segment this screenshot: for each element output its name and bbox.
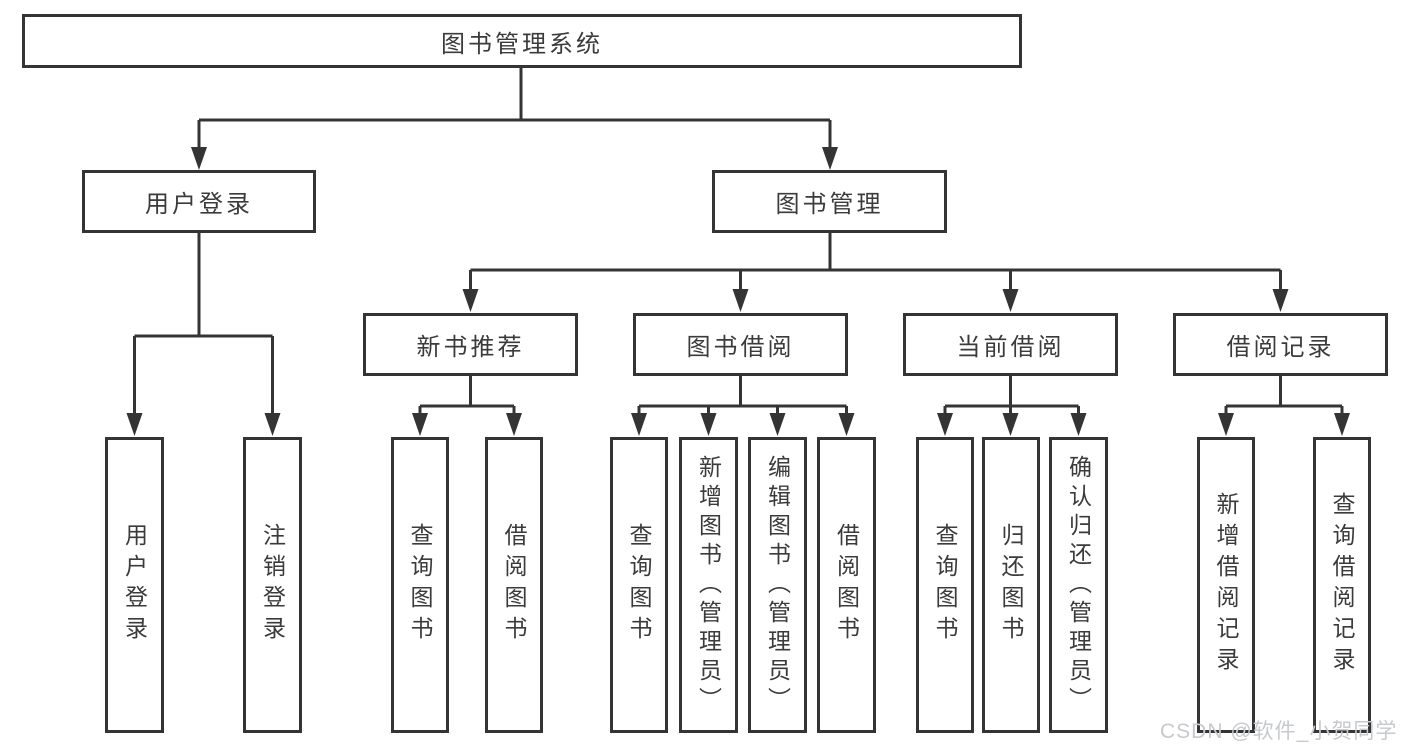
leaf-bb-borrow-books: 借阅图书 [817, 437, 876, 733]
leaf-nb-borrow-books-label: 借阅图书 [501, 523, 527, 647]
node-book-management: 图书管理 [712, 170, 947, 233]
edge-bookmgmt-split [469, 233, 1282, 291]
leaf-bb-add-books-admin-label: 新增图书（管理员） [695, 454, 722, 716]
leaf-br-query-record-label: 查询借阅记录 [1329, 492, 1355, 678]
leaf-user-login: 用户登录 [105, 437, 164, 733]
edge-bookborrow-split [637, 376, 848, 415]
leaf-cb-confirm-return-admin: 确认归还（管理员） [1049, 437, 1108, 733]
arrowhead [264, 413, 281, 436]
leaf-br-add-record: 新增借阅记录 [1197, 437, 1255, 733]
leaf-bb-add-books-admin: 新增图书（管理员） [679, 437, 738, 733]
arrowhead [1070, 413, 1087, 436]
arrowhead [126, 413, 143, 436]
node-book-borrow-label: 图书借阅 [686, 334, 795, 361]
edge-borrowrecords-split [1224, 376, 1344, 415]
node-library-system: 图书管理系统 [22, 14, 1022, 68]
arrowhead [838, 413, 855, 436]
leaf-cb-return-books-label: 归还图书 [998, 523, 1024, 647]
edge-newbooks-split [418, 376, 516, 415]
arrowhead [732, 289, 749, 312]
arrowhead [1218, 413, 1234, 436]
edge-root-split [197, 68, 832, 149]
leaf-logout: 注销登录 [243, 437, 302, 733]
node-user-login: 用户登录 [82, 170, 316, 233]
node-current-borrow: 当前借阅 [903, 313, 1118, 376]
arrowhead [937, 413, 953, 436]
arrowhead [822, 147, 838, 170]
leaf-user-login-label: 用户登录 [121, 523, 148, 647]
edge-currentborrow-split [943, 376, 1080, 415]
leaf-bb-query-books: 查询图书 [610, 437, 668, 733]
leaf-br-query-record: 查询借阅记录 [1313, 437, 1371, 733]
leaf-cb-query-books: 查询图书 [916, 437, 974, 733]
edge-userlogin-split [133, 233, 274, 415]
csdn-watermark: CSDN @软件_小贺同学 [1160, 720, 1398, 743]
leaf-br-add-record-label: 新增借阅记录 [1213, 492, 1239, 678]
node-new-book-recommend-label: 新书推荐 [416, 334, 525, 361]
leaf-bb-edit-books-admin: 编辑图书（管理员） [748, 437, 807, 733]
arrowhead [1334, 413, 1350, 436]
node-book-borrow: 图书借阅 [633, 313, 848, 376]
arrowhead [1002, 413, 1019, 436]
leaf-nb-borrow-books: 借阅图书 [485, 437, 543, 733]
arrowhead [506, 413, 522, 436]
arrowhead [462, 289, 479, 312]
node-new-book-recommend: 新书推荐 [363, 313, 578, 376]
leaf-cb-return-books: 归还图书 [982, 437, 1040, 733]
leaf-bb-edit-books-admin-label: 编辑图书（管理员） [764, 454, 791, 716]
node-library-system-label: 图书管理系统 [441, 30, 603, 58]
arrowhead [1002, 289, 1019, 312]
leaf-bb-query-books-label: 查询图书 [626, 523, 652, 647]
arrowhead [191, 147, 207, 170]
arrowhead [412, 413, 428, 436]
node-borrow-records: 借阅记录 [1173, 313, 1388, 376]
arrowhead [700, 413, 717, 436]
leaf-nb-query-books: 查询图书 [391, 437, 449, 733]
arrowhead [769, 413, 786, 436]
node-borrow-records-label: 借阅记录 [1226, 334, 1335, 361]
leaf-cb-confirm-return-admin-label: 确认归还（管理员） [1065, 454, 1092, 716]
leaf-cb-query-books-label: 查询图书 [932, 523, 958, 647]
arrowhead [631, 413, 647, 436]
node-current-borrow-label: 当前借阅 [956, 334, 1065, 361]
leaf-logout-label: 注销登录 [259, 523, 286, 647]
leaf-bb-borrow-books-label: 借阅图书 [833, 523, 860, 647]
leaf-nb-query-books-label: 查询图书 [407, 523, 433, 647]
arrowhead [1272, 289, 1289, 312]
node-user-login-label: 用户登录 [145, 191, 253, 218]
node-book-management-label: 图书管理 [775, 191, 884, 218]
